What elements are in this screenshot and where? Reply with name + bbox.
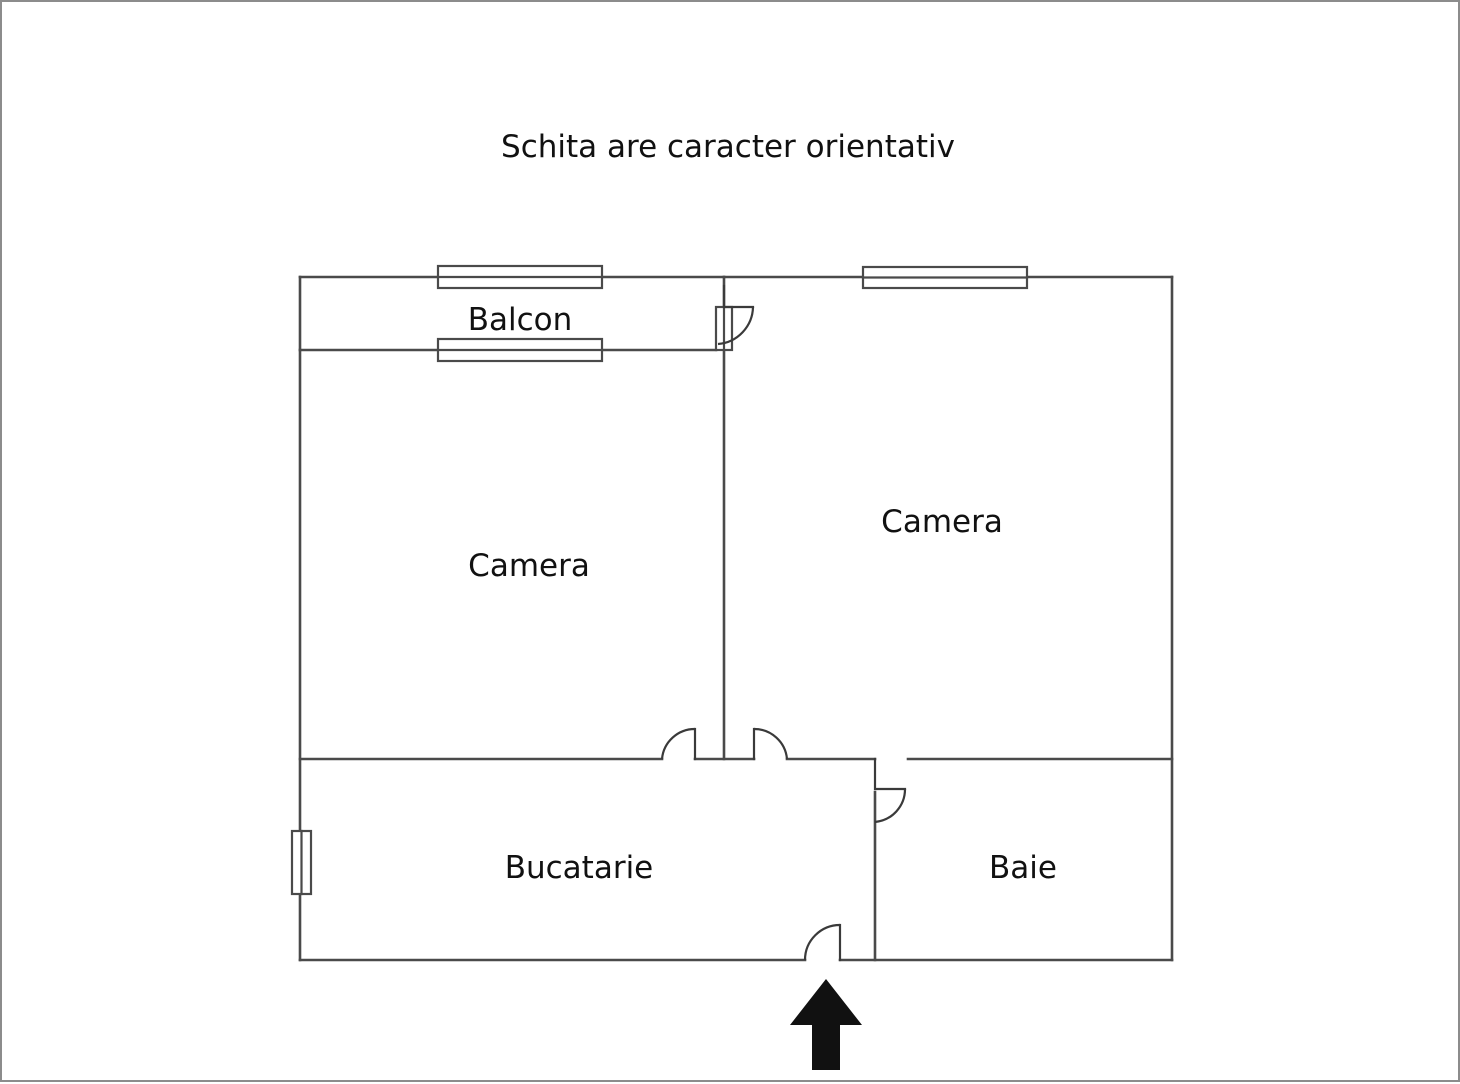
room-label-balcon: Balcon xyxy=(468,302,573,338)
door-camera-right-swing-arc xyxy=(753,727,789,760)
page-title: Schita are caracter orientativ xyxy=(501,129,955,165)
walls-group xyxy=(298,275,1174,962)
room-label-camera-right: Camera xyxy=(881,504,1003,540)
entrance-arrow-group xyxy=(790,979,862,1070)
door-baie-swing-arc xyxy=(874,788,907,824)
door-balcon-leaf xyxy=(722,284,755,309)
door-baie-leaf xyxy=(873,757,907,791)
door-camera-left-swing-arc xyxy=(660,727,696,760)
doors-group xyxy=(660,284,907,962)
room-label-camera-left: Camera xyxy=(468,548,590,584)
room-label-bucatarie: Bucatarie xyxy=(505,850,654,886)
door-balcon-swing-arc xyxy=(717,306,755,346)
room-label-baie: Baie xyxy=(989,850,1057,886)
entrance-direction-arrow xyxy=(790,979,862,1070)
door-entrance-swing-arc xyxy=(803,923,841,961)
windows-group xyxy=(290,264,1029,896)
